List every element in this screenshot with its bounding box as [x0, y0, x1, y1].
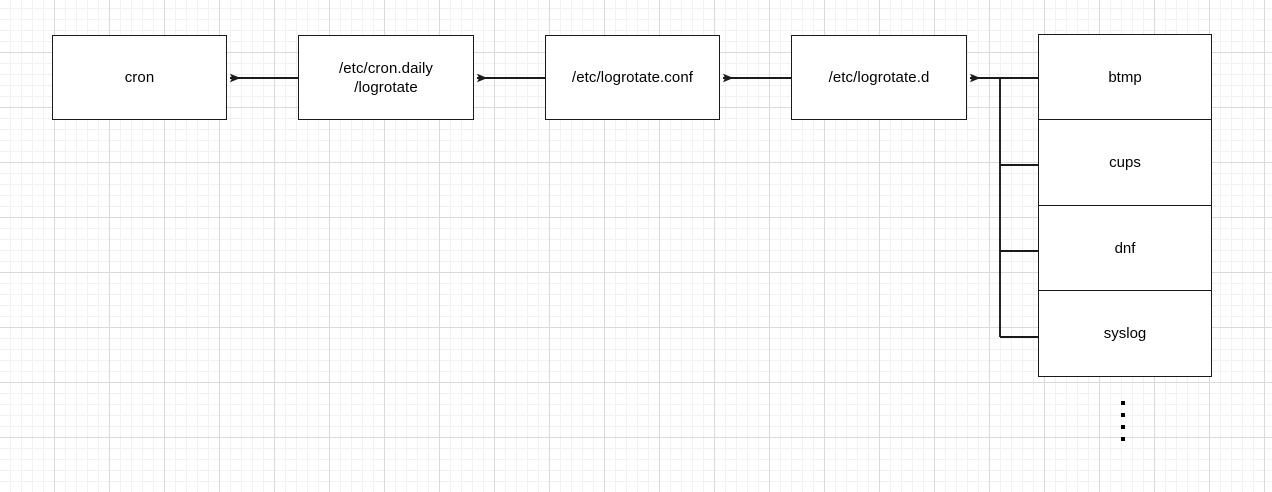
node-logrotate-conf-label: /etc/logrotate.conf	[571, 69, 694, 86]
stack-item-syslog[interactable]: syslog	[1038, 290, 1212, 378]
ellipsis-dot	[1121, 437, 1125, 441]
node-cron-daily-logrotate-label: /etc/cron.daily /logrotate	[338, 59, 434, 96]
node-logrotate-conf[interactable]: /etc/logrotate.conf	[545, 35, 720, 120]
logrotate-d-entries-stack: btmp cups dnf syslog	[1038, 34, 1212, 378]
stack-item-cups-label: cups	[1109, 154, 1141, 172]
node-logrotate-d[interactable]: /etc/logrotate.d	[791, 35, 967, 120]
stack-item-syslog-label: syslog	[1103, 325, 1147, 343]
stack-item-cups[interactable]: cups	[1038, 119, 1212, 207]
stack-item-dnf[interactable]: dnf	[1038, 204, 1212, 292]
stack-item-btmp[interactable]: btmp	[1038, 34, 1212, 121]
vertical-ellipsis-icon	[1121, 401, 1128, 449]
edge-entries-bracket-to-logrotate-d	[970, 73, 1038, 338]
stack-item-dnf-label: dnf	[1114, 239, 1136, 257]
ellipsis-dot	[1121, 413, 1125, 417]
node-cron-daily-logrotate[interactable]: /etc/cron.daily /logrotate	[298, 35, 474, 120]
node-logrotate-d-label: /etc/logrotate.d	[828, 69, 930, 86]
node-cron-label: cron	[124, 69, 155, 86]
stack-item-btmp-label: btmp	[1108, 69, 1142, 86]
ellipsis-dot	[1121, 425, 1125, 429]
ellipsis-dot	[1121, 401, 1125, 405]
node-cron[interactable]: cron	[52, 35, 227, 120]
